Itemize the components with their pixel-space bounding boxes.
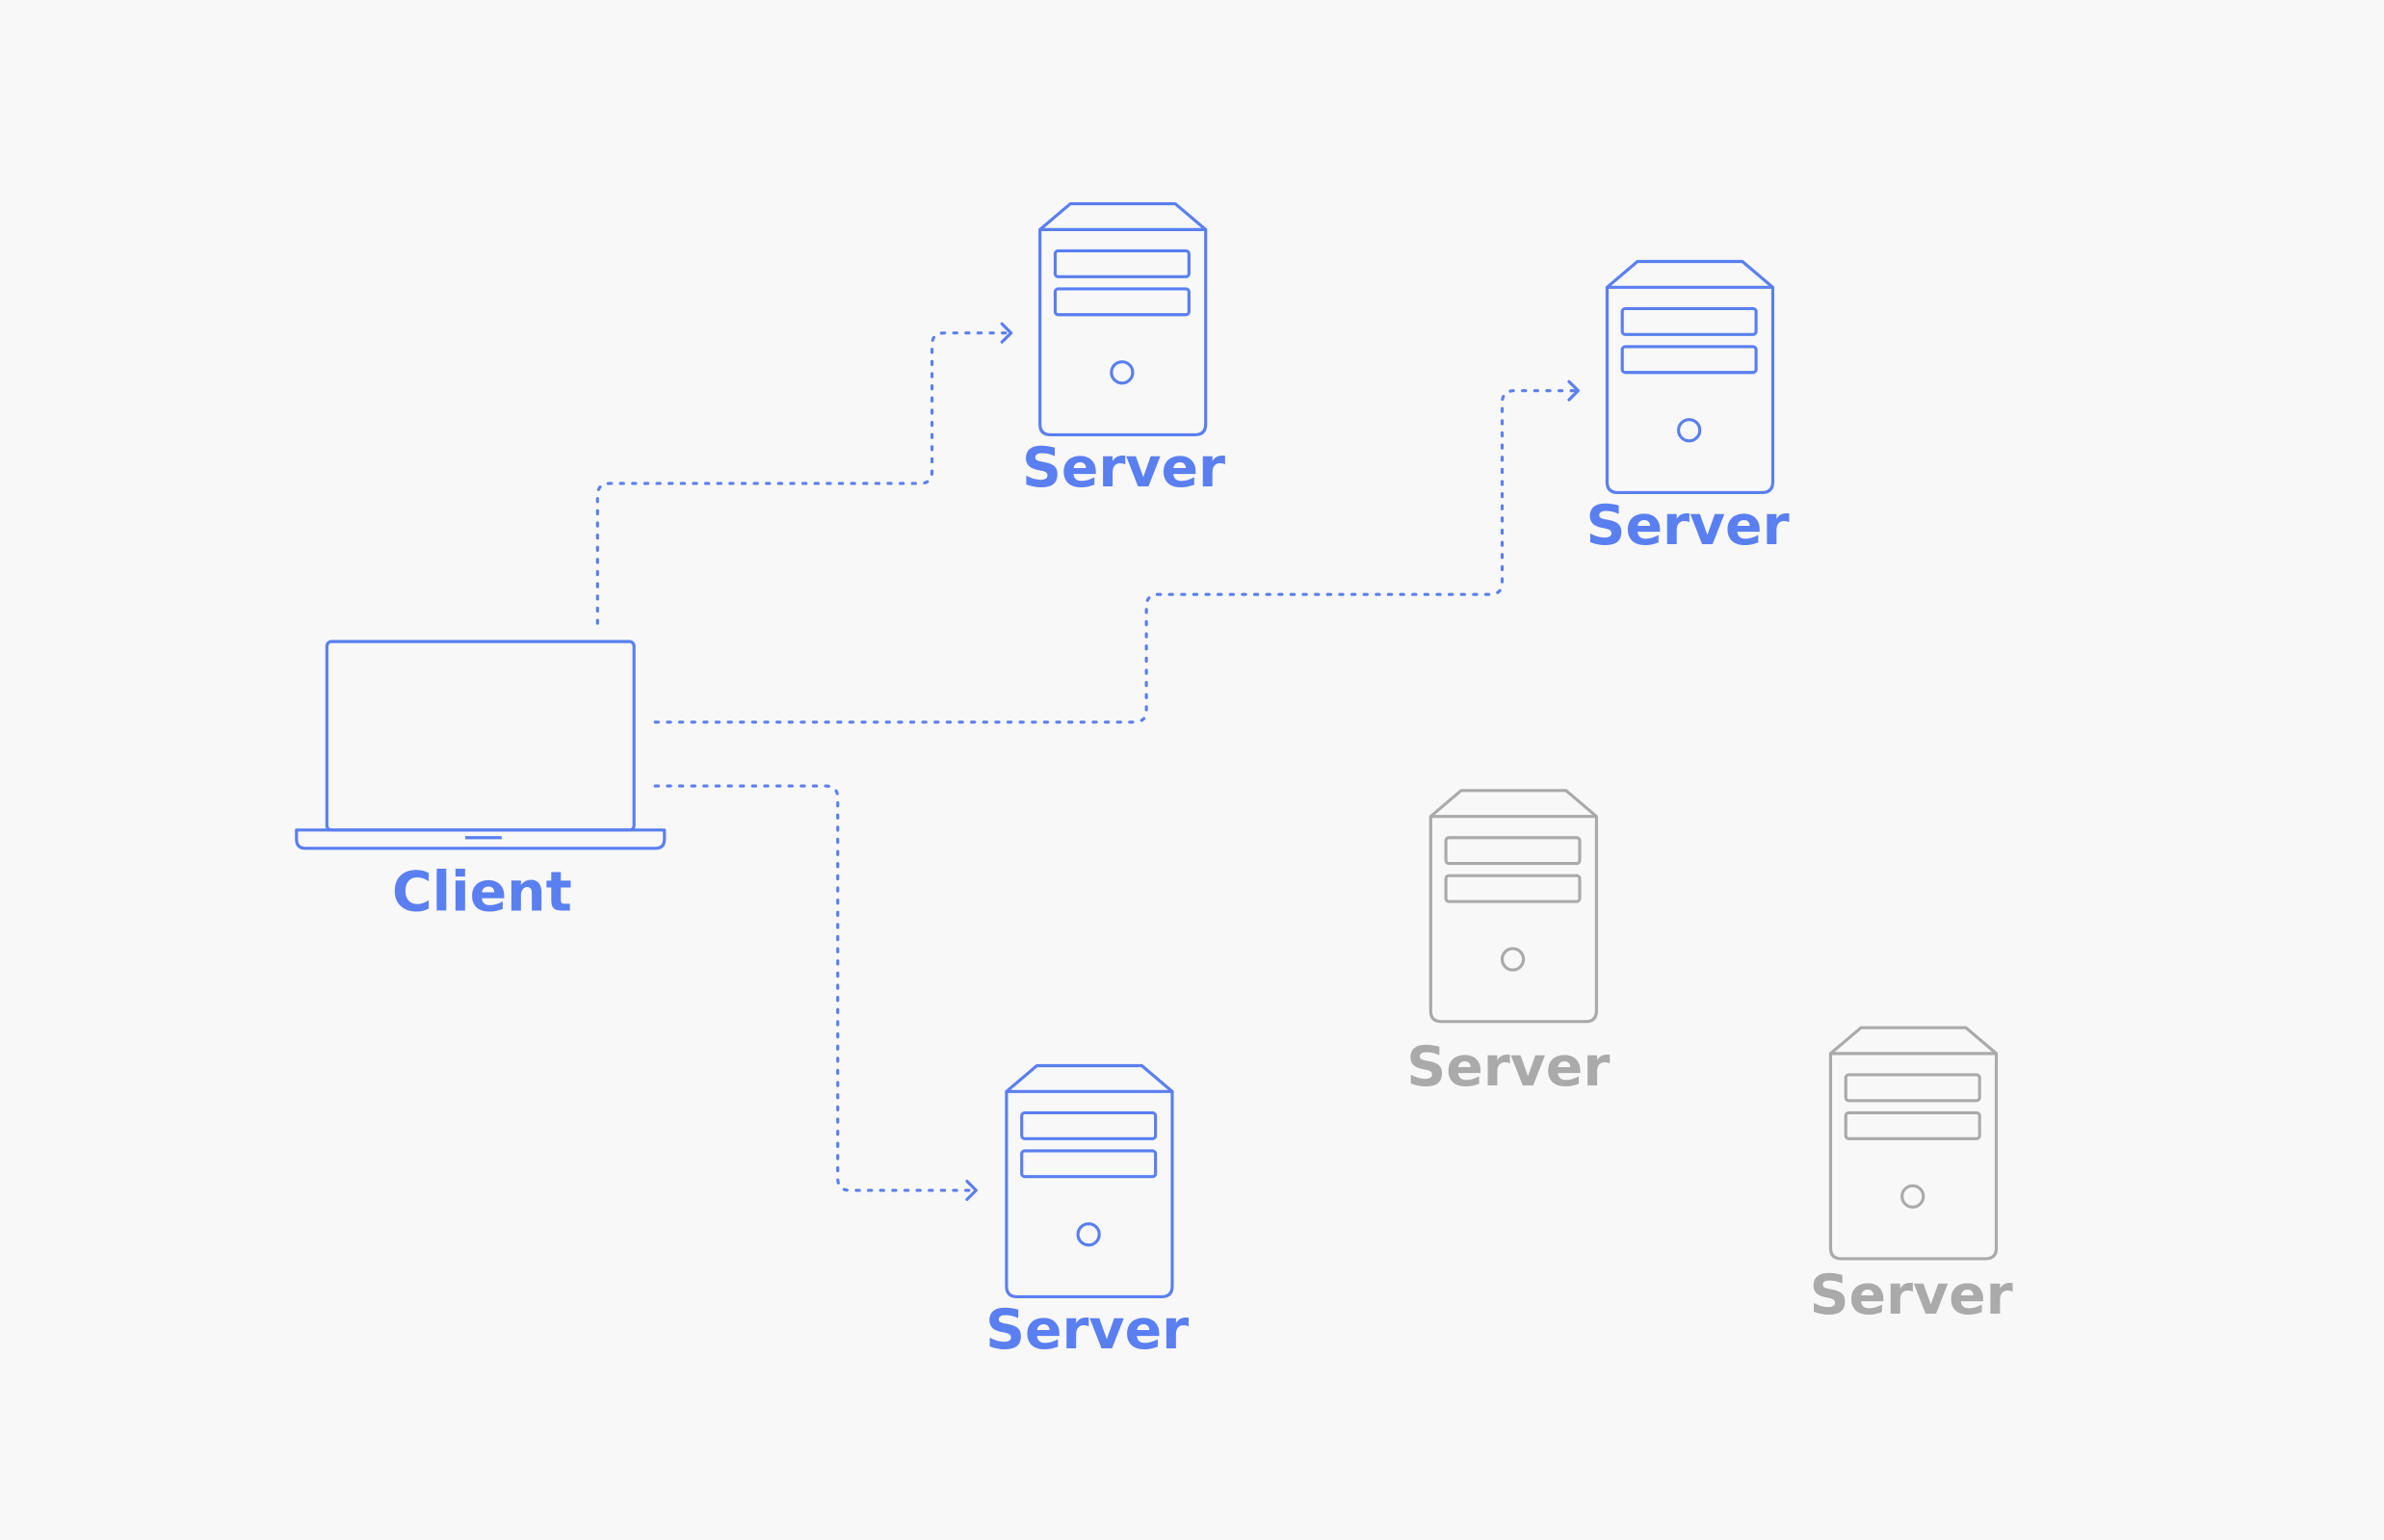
server-label: Server	[1022, 436, 1225, 500]
server-icon	[1005, 1063, 1174, 1299]
server-label: Server	[1406, 1035, 1610, 1099]
server-node-5-inactive: Server	[1810, 1026, 2013, 1327]
server-node-1: Server	[1022, 201, 1225, 500]
arrowhead-icon	[1567, 379, 1581, 402]
connection-client-to-server-1	[595, 331, 1011, 625]
server-icon	[1828, 1026, 1999, 1261]
laptop-icon	[295, 639, 667, 850]
server-node-4-inactive: Server	[1406, 789, 1610, 1099]
arrowheads	[965, 322, 1581, 1201]
client-node: Client	[295, 639, 667, 925]
server-node-3: Server	[985, 1063, 1189, 1362]
arrowhead-icon	[965, 1179, 978, 1201]
server-node-2: Server	[1586, 259, 1790, 558]
server-label: Server	[985, 1298, 1189, 1362]
connection-client-to-server-3	[653, 784, 977, 1192]
server-icon	[1428, 789, 1598, 1024]
server-label: Server	[1586, 494, 1790, 558]
connections	[595, 331, 1579, 1192]
server-icon	[1038, 201, 1208, 437]
server-icon	[1605, 259, 1775, 495]
arrowhead-icon	[1000, 322, 1013, 344]
client-label: Client	[392, 861, 572, 925]
server-label: Server	[1810, 1264, 2013, 1327]
connection-client-to-server-2	[653, 389, 1579, 724]
